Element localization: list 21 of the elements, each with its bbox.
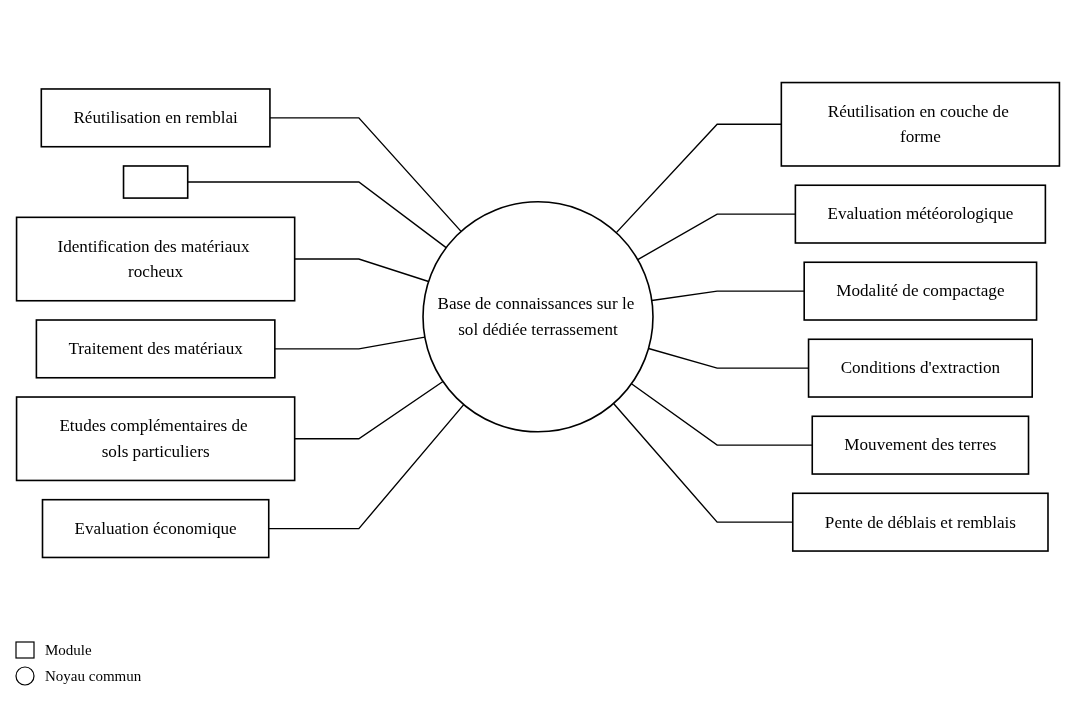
node-box: Identification des matériaux rocheux <box>15 216 296 302</box>
node-box: Etudes complémentaires de sols particuliers <box>15 396 296 482</box>
node-box: Réutilisation en remblai <box>40 88 271 148</box>
legend-text: Module <box>45 641 92 659</box>
connector <box>274 336 426 350</box>
connector <box>651 290 805 302</box>
connector <box>268 403 465 530</box>
node-box: Mouvement des terres <box>811 415 1030 475</box>
node-box: Conditions d'extraction <box>807 338 1033 398</box>
legend-text: Noyau commun <box>45 667 142 685</box>
node-box: Traitement des matériaux <box>35 319 276 379</box>
node-box: Evaluation météorologique <box>794 184 1047 244</box>
node-box: Pente de déblais et remblais <box>791 492 1049 552</box>
node-circle: Base de connaissances sur le sol dédiée terrassement <box>422 201 654 433</box>
node-box <box>122 165 189 199</box>
node-box: Modalité de compactage <box>803 261 1038 321</box>
node-box: Evaluation économique <box>41 498 270 559</box>
node-box: Réutilisation en couche de forme <box>780 81 1061 167</box>
connector <box>269 117 462 233</box>
connector <box>630 383 813 446</box>
connector <box>187 181 447 249</box>
